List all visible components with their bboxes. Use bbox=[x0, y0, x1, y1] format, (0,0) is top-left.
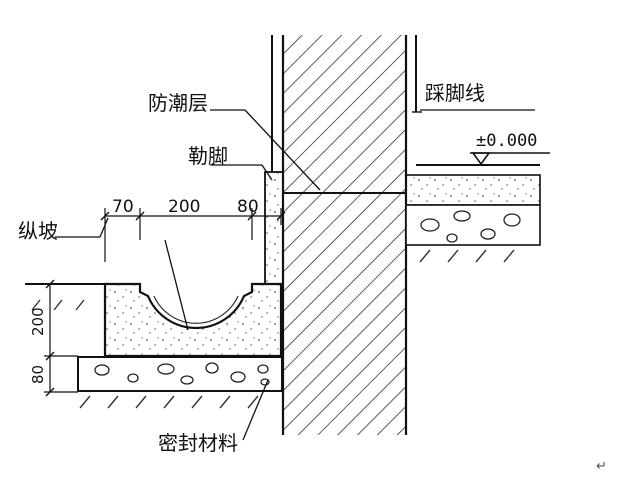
dimension-lines-top bbox=[100, 208, 286, 262]
wall-plaster bbox=[271, 35, 422, 172]
plinth bbox=[264, 171, 284, 285]
soil-hatch-left bbox=[79, 395, 259, 409]
dim-channel-width: 200 bbox=[168, 197, 200, 217]
exterior-ground bbox=[25, 283, 105, 311]
ditch-body bbox=[103, 282, 283, 358]
sealing-material-label: 密封材料 bbox=[158, 431, 238, 455]
interior-floor bbox=[405, 164, 541, 263]
dim-right-wall: 80 bbox=[237, 197, 259, 217]
elevation-label: ±0.000 bbox=[476, 131, 537, 151]
gravel-base bbox=[77, 356, 283, 392]
moisture-barrier-label: 防潮层 bbox=[148, 91, 208, 115]
return-mark: ↵ bbox=[596, 459, 607, 474]
slope-label: 纵坡 bbox=[18, 219, 58, 243]
elevation-marker-icon bbox=[471, 152, 491, 166]
dim-left-wall: 70 bbox=[112, 197, 134, 217]
dimension-lines-left bbox=[44, 279, 78, 397]
leader-lines bbox=[55, 109, 535, 441]
brick-wall bbox=[281, 35, 408, 435]
baseboard-label: 踩脚线 bbox=[425, 81, 485, 105]
plinth-label: 勒脚 bbox=[188, 144, 228, 168]
dim-channel-depth: 200 bbox=[29, 307, 47, 336]
dim-base-thickness: 80 bbox=[29, 365, 47, 384]
